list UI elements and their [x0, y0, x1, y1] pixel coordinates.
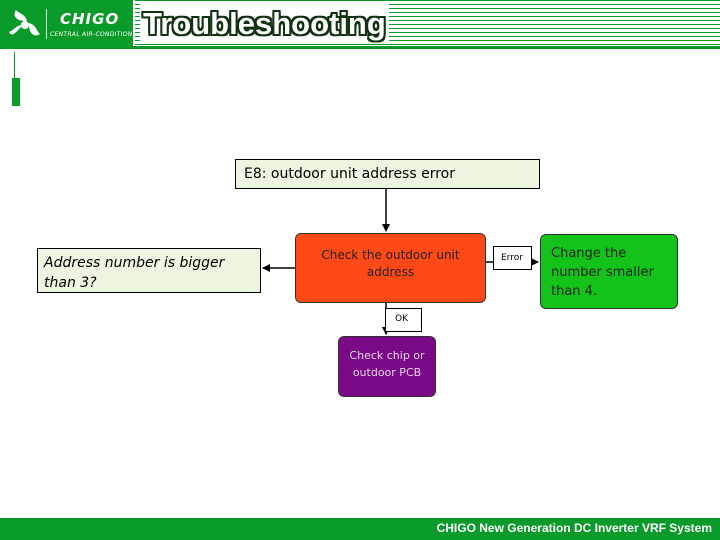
brand-subtitle: CENTRAL AIR-CONDITIONING	[50, 31, 145, 38]
footer-bar: CHIGO New Generation DC Inverter VRF Sys…	[0, 518, 720, 540]
logo-divider	[46, 9, 47, 39]
condition-box: Address number is bigger than 3?	[37, 248, 261, 293]
error-title-box: E8: outdoor unit address error	[235, 159, 540, 189]
chigo-swirl-icon	[9, 10, 40, 36]
left-accent-line	[14, 52, 15, 82]
page-title: Troubleshooting	[140, 4, 389, 44]
left-accent-bar	[12, 78, 20, 106]
ok-label: OK	[385, 308, 422, 332]
header-rule	[0, 46, 720, 49]
error-label: Error	[493, 246, 532, 270]
brand-logo: CHIGO CENTRAL AIR-CONDITIONING	[0, 0, 144, 48]
footer-text: CHIGO New Generation DC Inverter VRF Sys…	[436, 521, 712, 535]
brand-name: CHIGO	[60, 10, 120, 28]
change-number-box: Change the number smaller than 4.	[540, 234, 678, 309]
check-address-box: Check the outdoor unit address	[295, 233, 486, 303]
check-chip-box: Check chip or outdoor PCB	[338, 336, 436, 397]
